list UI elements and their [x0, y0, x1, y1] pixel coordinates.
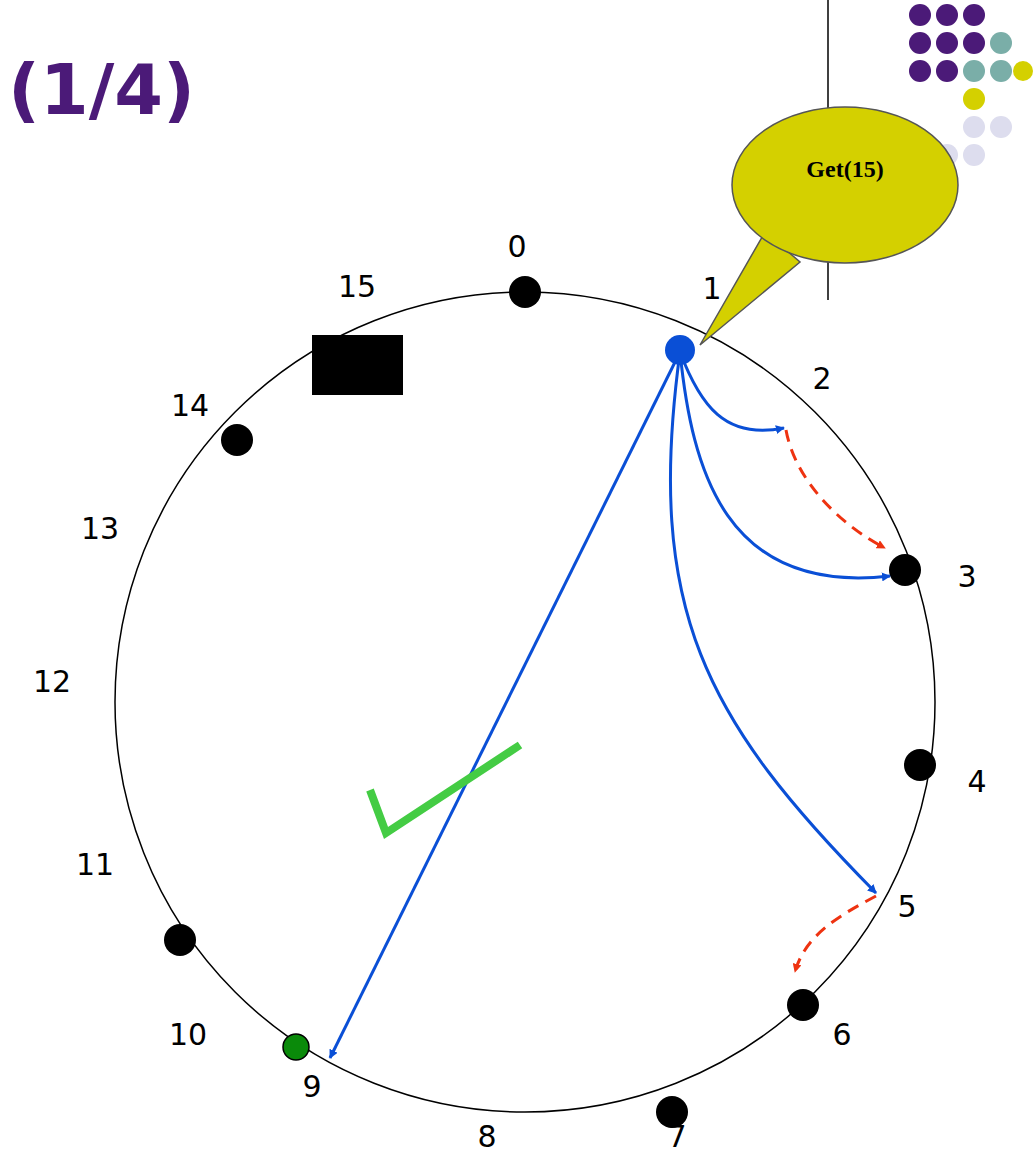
- ring-id: 3: [957, 562, 976, 592]
- ring-id: 1: [702, 274, 721, 304]
- slide-title: (1/4): [8, 55, 195, 125]
- ring-id: 11: [76, 850, 114, 880]
- ring-id: 9: [302, 1072, 321, 1102]
- finger-arrows: [330, 352, 890, 1058]
- check-mark: [370, 745, 520, 833]
- ring: [115, 292, 935, 1112]
- ring-id: 5: [897, 892, 916, 922]
- callout-text: Get(15): [806, 156, 883, 183]
- callout-bubble: Get(15): [730, 105, 960, 265]
- ring-id: 15: [338, 272, 376, 302]
- ring-id: 4: [967, 767, 986, 797]
- ring-id: 6: [832, 1020, 851, 1050]
- ring-id: 0: [507, 232, 526, 262]
- ring-id: 2: [812, 364, 831, 394]
- ring-id: 13: [81, 514, 119, 544]
- callout-ellipse: [730, 105, 960, 265]
- querying-peer: [665, 335, 695, 365]
- ring-id: 8: [477, 1122, 496, 1152]
- peer-dots: [164, 276, 936, 1128]
- ring-id: 12: [33, 667, 71, 697]
- key-square: [312, 335, 403, 395]
- ring-id: 7: [667, 1122, 686, 1152]
- ring-id: 14: [171, 391, 209, 421]
- successor-arrows: [786, 430, 885, 972]
- target-peer: [283, 1034, 309, 1060]
- ring-id: 10: [169, 1020, 207, 1050]
